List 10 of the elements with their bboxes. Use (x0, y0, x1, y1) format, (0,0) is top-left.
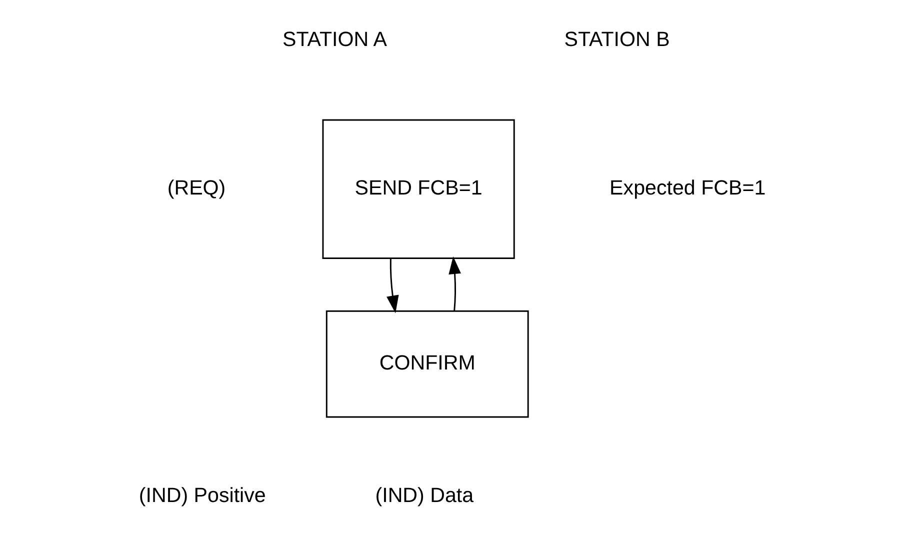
label: (IND) Positive (138, 484, 266, 507)
arrow (386, 258, 399, 314)
label: Expected FCB=1 (610, 176, 766, 200)
node-box: SEND FCB=1 (322, 119, 515, 259)
label: STATION B (564, 28, 670, 52)
node-box: CONFIRM (326, 310, 529, 418)
label: (REQ) (167, 176, 226, 200)
label: STATION A (282, 28, 387, 52)
arrow (448, 256, 461, 312)
label: (IND) Data (375, 484, 474, 507)
